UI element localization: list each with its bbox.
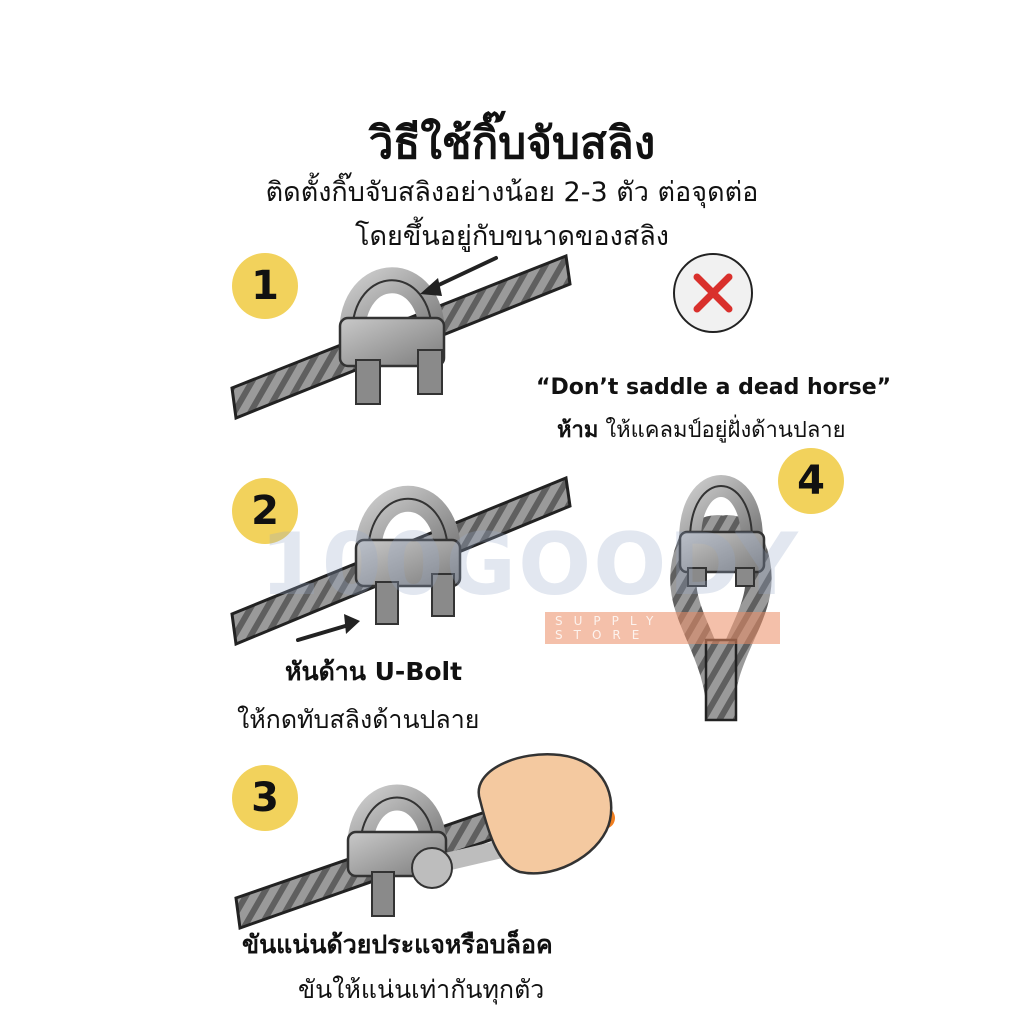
step-4-badge: 4 — [778, 448, 844, 514]
step-3-caption: ขันให้แน่นเท่ากันทุกตัว — [298, 975, 545, 1004]
subtitle-line1: ติดตั้งกิ๊บจับสลิงอย่างน้อย 2-3 ตัว ต่อจ… — [265, 177, 759, 208]
step-2-caption: ให้กดทับสลิงด้านปลาย — [237, 705, 480, 734]
watermark-tagline: SUPPLY STORE — [545, 612, 780, 644]
step-1-badge: 1 — [232, 253, 298, 319]
step-3-badge: 3 — [232, 765, 298, 831]
step-2-caption-bold: หันด้าน U-Bolt — [285, 657, 463, 686]
watermark-logo: 100GOODY — [260, 515, 800, 615]
step-3-caption-bold: ขันแน่นด้วยประแจหรือบล็อค — [242, 930, 553, 959]
warning-quote: “Don’t saddle a dead horse” — [536, 375, 892, 400]
subtitle-line2: โดยขึ้นอยู่กับขนาดของสลิง — [355, 221, 669, 252]
warning-prefix: ห้าม — [557, 418, 599, 443]
warning-line: ห้าม ให้แคลมป์อยู่ฝั่งด้านปลาย — [557, 412, 846, 447]
page-title: วิธีใช้กิ๊บจับสลิง — [368, 118, 656, 169]
cross-icon — [673, 253, 753, 333]
warning-text: ให้แคลมป์อยู่ฝั่งด้านปลาย — [605, 418, 846, 443]
